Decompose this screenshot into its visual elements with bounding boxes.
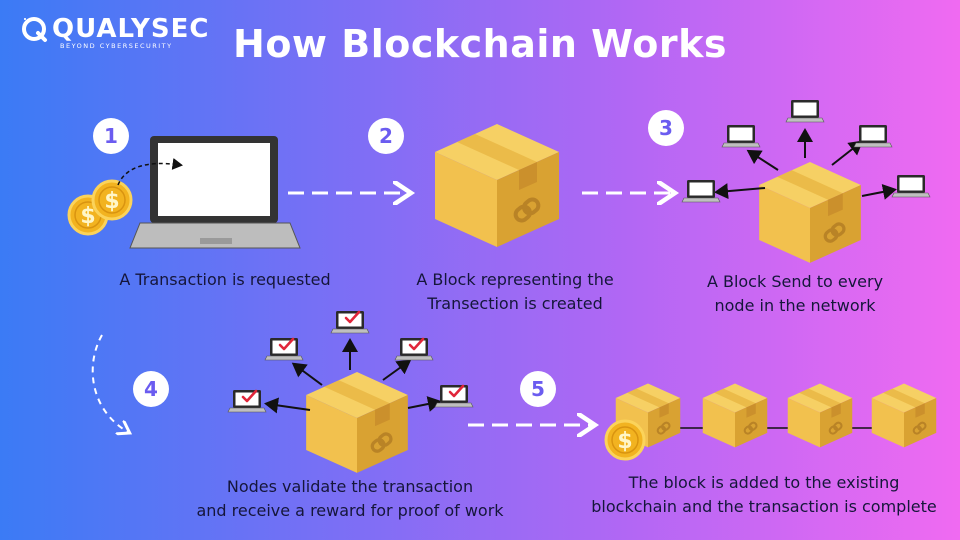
step-3-caption-line2: node in the network [714, 296, 876, 315]
step-4-badge: 4 [133, 371, 169, 407]
box-icon [701, 382, 769, 449]
page-title: How Blockchain Works [233, 22, 727, 66]
step-4-caption-line1: Nodes validate the transaction [226, 477, 474, 496]
box-icon [786, 382, 854, 449]
qualysec-logo: QUALYSEC BEYOND CYBERSECURITY [20, 14, 209, 50]
coin-icon [67, 179, 133, 236]
broadcast-arrows [714, 128, 897, 200]
step-4-caption: Nodes validate the transaction and recei… [160, 475, 540, 523]
step-5-caption-line1: The block is added to the existing [628, 473, 900, 492]
arrow-icon [91, 334, 128, 432]
validation-arrows [264, 338, 442, 414]
box-icon [757, 160, 863, 265]
step-3-caption-line1: A Block Send to every [706, 272, 884, 291]
step-5-caption-line2: blockchain and the transaction is comple… [591, 497, 937, 516]
transfer-arrow-icon [117, 158, 183, 186]
box-icon [870, 382, 938, 449]
step-3-badge: 3 [648, 110, 684, 146]
coin-icon [604, 419, 646, 461]
step-1-caption: A Transaction is requested [60, 268, 390, 292]
box-icon [433, 122, 561, 249]
step-5-badge: 5 [520, 371, 556, 407]
step-4-caption-line2: and receive a reward for proof of work [196, 501, 504, 520]
laptop-icon [129, 136, 301, 249]
logo-q-icon [22, 17, 47, 42]
step-2-caption-line2: Transection is created [427, 294, 603, 313]
step-3-caption: A Block Send to every node in the networ… [660, 270, 930, 318]
logo-wordmark: QUALYSEC [52, 14, 210, 44]
step-2-caption: A Block representing the Transection is … [370, 268, 660, 316]
step-1-badge: 1 [93, 118, 129, 154]
step-2-caption-line1: A Block representing the [416, 270, 614, 289]
step-2-badge: 2 [368, 118, 404, 154]
step-5-caption: The block is added to the existing block… [578, 471, 950, 519]
logo-tagline: BEYOND CYBERSECURITY [60, 42, 173, 50]
box-icon [304, 370, 410, 475]
step-1-caption-line: A Transaction is requested [119, 270, 331, 289]
